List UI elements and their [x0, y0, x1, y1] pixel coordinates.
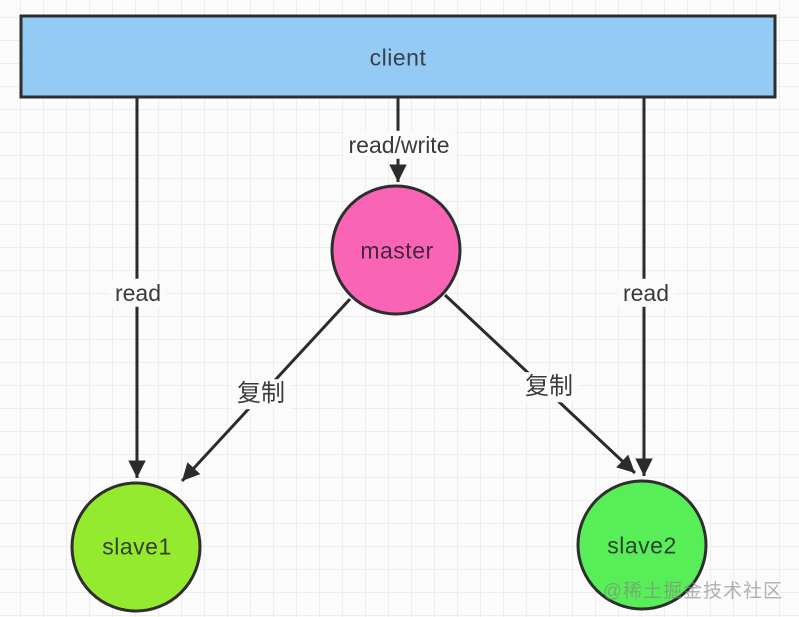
master-node	[330, 184, 462, 316]
edge-label-copy-right: 复制	[520, 372, 578, 402]
watermark: @稀土掘金技术社区	[602, 581, 783, 602]
slave2-node-label: slave2	[607, 532, 677, 559]
edge-label-read-left: read	[109, 278, 167, 308]
slave1-node	[70, 481, 202, 613]
edge-label-read-right: read	[617, 278, 675, 308]
edge-label-read-write: read/write	[343, 130, 455, 160]
client-node	[19, 14, 777, 99]
master-node-label: master	[360, 237, 434, 264]
slave1-node-label: slave1	[102, 533, 172, 560]
edge-label-copy-left: 复制	[232, 379, 290, 409]
slave2-node	[576, 479, 708, 611]
client-node-label: client	[369, 44, 427, 71]
